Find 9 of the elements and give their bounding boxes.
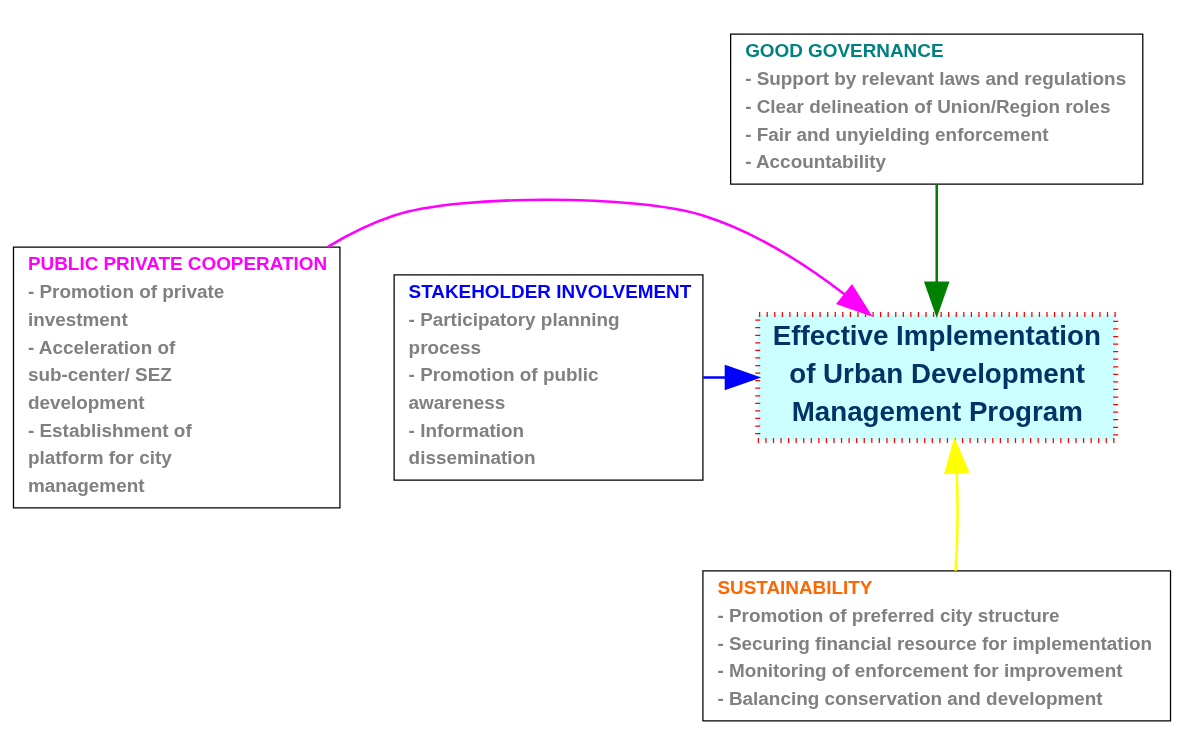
arrow xyxy=(327,198,873,317)
arrow xyxy=(703,364,762,390)
node-box: Effective Implementation of Urban Development Management Program xyxy=(755,311,1119,443)
node-box: PUBLIC PRIVATE COOPERATION - Promotion of private investment - Acceleration of sub-center/ SEZ development - Establishment of platform for city management xyxy=(12,245,341,509)
node-box: GOOD GOVERNANCE - Support by relevant laws and regulations - Clear delineation of Union/Region roles - Fair and unyielding enforcement - Accountability xyxy=(730,32,1144,185)
node-box: STAKEHOLDER INVOLVEMENT - Participatory planning process - Promotion of public awareness - Information dissemination xyxy=(393,273,704,481)
arrow xyxy=(944,436,970,571)
node-box: SUSTAINABILITY - Promotion of preferred city structure - Securing financial resource for implementation - Monitoring of enforcement for improvement - Balancing conservation and development xyxy=(702,569,1172,722)
arrow xyxy=(923,183,950,318)
